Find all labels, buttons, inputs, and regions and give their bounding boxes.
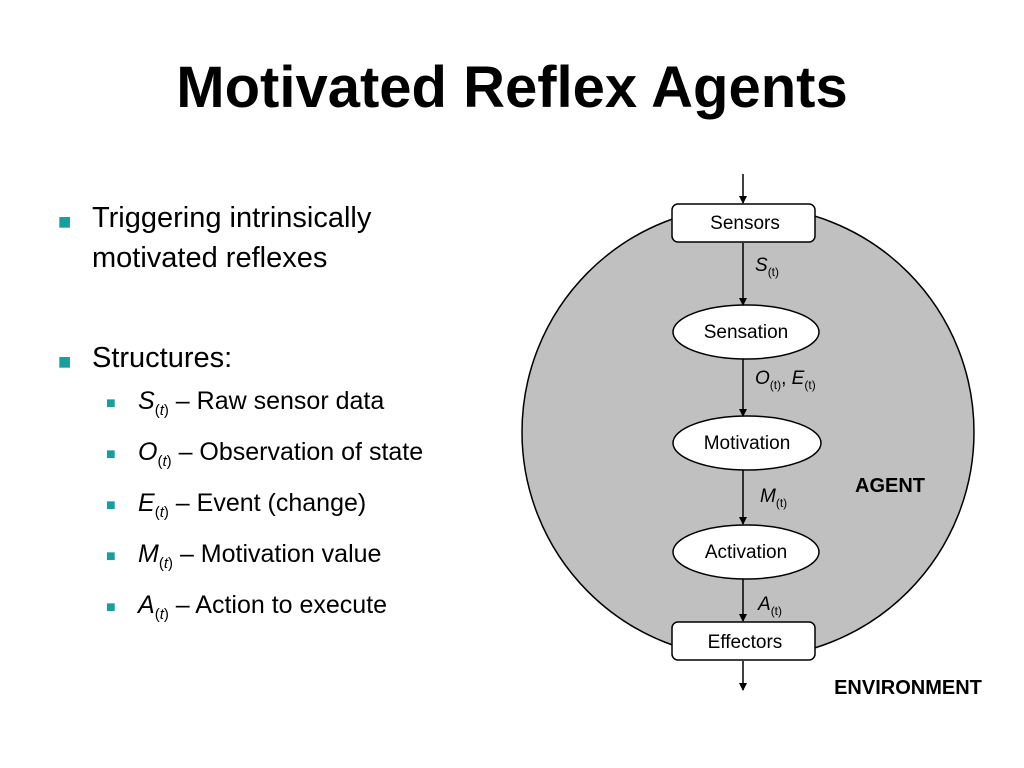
sensation-node [672,304,820,360]
subscript: (t) [154,504,169,521]
square-bullet-icon: ■ [106,548,116,565]
symbol: M [138,540,159,568]
square-bullet-icon: ■ [58,209,72,234]
edge-label-o-e: O(t), E(t) [755,368,816,392]
symbol: S [138,387,155,415]
sensors-label: Sensors [710,213,780,234]
bullet-text: Triggering intrinsically motivated refle… [92,202,372,274]
effectors-box [671,621,816,661]
square-bullet-icon: ■ [106,446,116,463]
agent-label: AGENT [855,475,925,497]
description: – Action to execute [168,591,388,619]
sub-bullet-text: O(t) – Observation of state [138,435,423,473]
sub-bullet-text: A(t) – Action to execute [138,588,387,626]
square-bullet-icon: ■ [106,395,116,412]
description: – Observation of state [171,438,424,466]
edge-label-s: S(t) [755,255,779,279]
description: – Motivation value [173,540,382,568]
environment-label: ENVIRONMENT [834,677,982,699]
sensation-label: Sensation [704,322,789,343]
effectors-label: Effectors [708,632,783,653]
symbol: E [138,489,155,517]
symbol: A [138,591,155,619]
slide-title: Motivated Reflex Agents [176,55,848,120]
square-bullet-icon: ■ [106,599,116,616]
activation-node [672,524,820,580]
square-bullet-icon: ■ [58,349,72,374]
sub-bullet-text: S(t) – Raw sensor data [138,384,384,422]
sub-bullet-text: M(t) – Motivation value [138,537,381,575]
subscript: (t) [154,402,169,419]
square-bullet-icon: ■ [106,497,116,514]
subscript: (t) [158,555,173,572]
description: – Raw sensor data [168,387,385,415]
subscript: (t) [157,453,172,470]
edge-label-a: A(t) [757,594,782,618]
description: – Event (change) [168,489,367,517]
edge-label-m: M(t) [760,486,787,510]
motivation-node [672,415,822,471]
subscript: (t) [154,606,169,623]
motivation-label: Motivation [704,433,791,454]
sub-bullet-text: E(t) – Event (change) [138,486,366,524]
symbol: O [138,438,158,466]
sensors-box [671,203,816,243]
bullet-text: Structures: [92,342,233,374]
activation-label: Activation [705,542,787,563]
